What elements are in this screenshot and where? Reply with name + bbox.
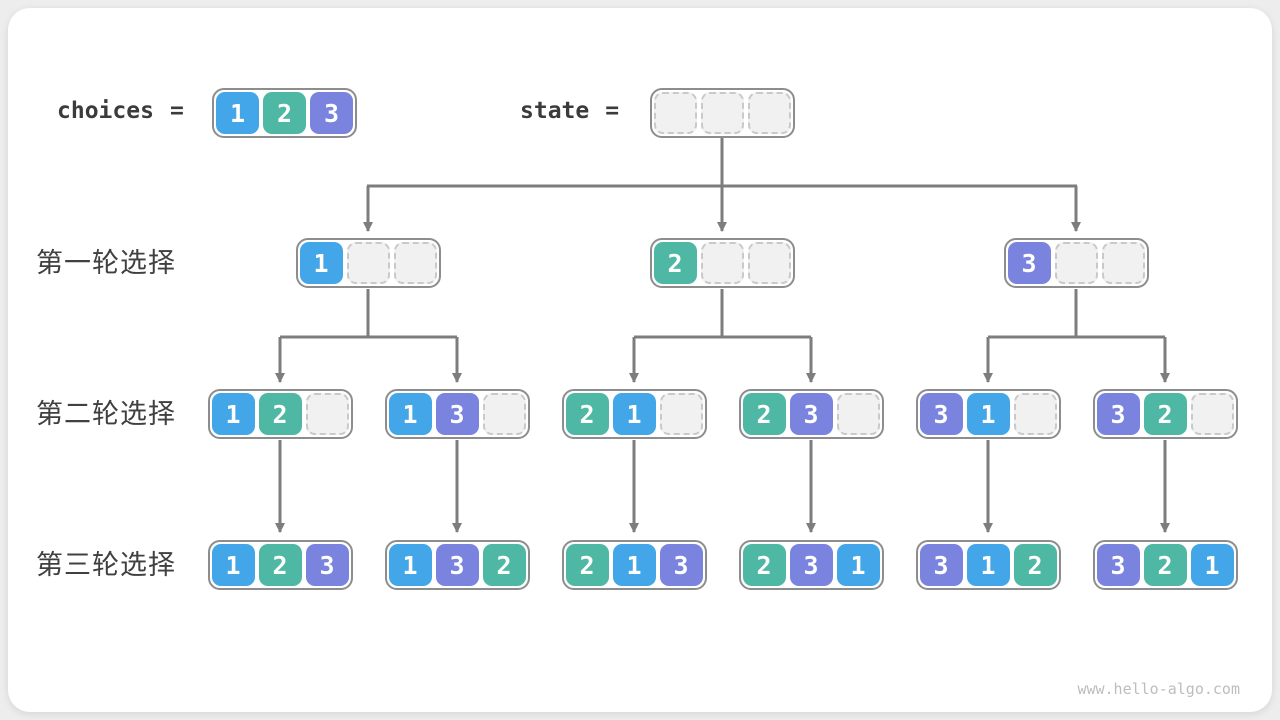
state-array	[650, 88, 795, 138]
array-cell-3: 3	[919, 544, 963, 586]
array-cell-2: 2	[258, 393, 302, 435]
array-cell-empty	[748, 92, 791, 134]
array-cell-empty	[701, 92, 744, 134]
array-cell-empty	[346, 242, 390, 284]
array-cell-empty	[659, 393, 703, 435]
array-cell-empty	[1101, 242, 1145, 284]
array-cell-2: 2	[742, 393, 786, 435]
array-cell-3: 3	[919, 393, 963, 435]
array-cell-1: 1	[211, 544, 255, 586]
row-label-round-2: 第二轮选择	[36, 399, 176, 429]
array-cell-empty	[1054, 242, 1098, 284]
choices-label-group: choices =	[57, 86, 184, 136]
array-cell-2: 2	[482, 544, 526, 586]
array-cell-3: 3	[659, 544, 703, 586]
array-cell-1: 1	[1190, 544, 1234, 586]
array-cell-3: 3	[435, 393, 479, 435]
row-label-round-3: 第三轮选择	[36, 550, 176, 580]
array-cell-empty	[482, 393, 526, 435]
array-cell-2: 2	[263, 92, 306, 134]
array-cell-2: 2	[565, 544, 609, 586]
array-cell-empty	[836, 393, 880, 435]
watermark: www.hello-algo.com	[1077, 680, 1240, 698]
state-label-group: state =	[520, 86, 619, 136]
array-cell-1: 1	[966, 393, 1010, 435]
array-cell-2: 2	[1143, 544, 1187, 586]
array-cell-3: 3	[310, 92, 353, 134]
array-cell-1: 1	[388, 544, 432, 586]
array-cell-1: 1	[612, 393, 656, 435]
array-cell-empty	[747, 242, 791, 284]
equals-sign: =	[169, 98, 184, 124]
array-cell-2: 2	[258, 544, 302, 586]
state-label: state	[520, 98, 590, 124]
diagram-card	[8, 8, 1272, 712]
array-cell-2: 2	[653, 242, 697, 284]
permutation-node: 3	[1003, 238, 1149, 288]
array-cell-2: 2	[742, 544, 786, 586]
array-cell-1: 1	[966, 544, 1010, 586]
array-cell-empty	[305, 393, 349, 435]
array-cell-3: 3	[1096, 393, 1140, 435]
array-cell-2: 2	[1143, 393, 1187, 435]
array-cell-empty	[654, 92, 697, 134]
array-cell-1: 1	[388, 393, 432, 435]
array-cell-2: 2	[565, 393, 609, 435]
array-cell-1: 1	[216, 92, 259, 134]
array-cell-2: 2	[1013, 544, 1057, 586]
choices-label: choices	[57, 98, 154, 124]
row-label-round-1: 第一轮选择	[36, 248, 176, 278]
array-cell-1: 1	[836, 544, 880, 586]
permutation-node: 2	[649, 238, 795, 288]
array-cell-3: 3	[789, 544, 833, 586]
array-cell-empty	[1013, 393, 1057, 435]
array-cell-3: 3	[305, 544, 349, 586]
array-cell-empty	[393, 242, 437, 284]
array-cell-1: 1	[211, 393, 255, 435]
array-cell-empty	[700, 242, 744, 284]
array-cell-3: 3	[789, 393, 833, 435]
equals-sign: =	[605, 98, 620, 124]
array-cell-empty	[1190, 393, 1234, 435]
array-cell-1: 1	[612, 544, 656, 586]
array-cell-3: 3	[1007, 242, 1051, 284]
array-cell-1: 1	[299, 242, 343, 284]
permutation-node: 1	[295, 238, 441, 288]
array-cell-3: 3	[1096, 544, 1140, 586]
array-cell-3: 3	[435, 544, 479, 586]
